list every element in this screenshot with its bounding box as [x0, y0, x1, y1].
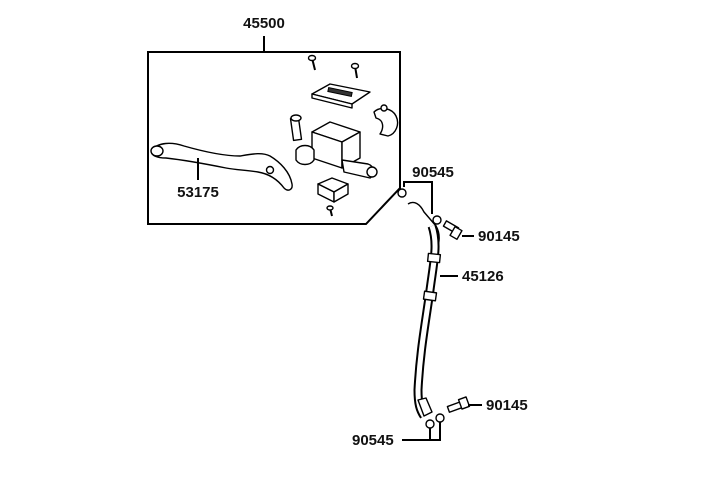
- master-cylinder-body: [295, 121, 378, 179]
- banjo-port: [366, 166, 378, 178]
- upper-banjo-bolt: 90145: [442, 220, 520, 245]
- brake-hose: 45126: [407, 201, 504, 419]
- reservoir-cap-side: [311, 93, 353, 109]
- lever-tip: [150, 145, 164, 157]
- lower-washer-leader-a: [402, 428, 431, 441]
- handlebar-clamp: [373, 104, 399, 137]
- upper-washer-b: [432, 215, 442, 225]
- lower-washer-leader-b: [430, 422, 441, 441]
- hose-lower-fitting: [417, 397, 433, 417]
- hose-part-number: 45126: [462, 268, 504, 285]
- lever-body: [151, 142, 293, 191]
- lower-bolt-part-number: 90145: [486, 397, 528, 414]
- upper-washer-part-number: 90545: [412, 164, 454, 181]
- pivot-bolt-head: [290, 114, 302, 122]
- upper-bolt-head: [449, 225, 463, 241]
- brake-switch: [317, 177, 349, 217]
- hose-sleeve-bottom: [422, 290, 438, 302]
- lower-washer-a: [425, 419, 435, 429]
- upper-washer-a: [397, 188, 407, 198]
- clamp-body: [373, 107, 399, 137]
- assembly-part-number: 45500: [243, 15, 285, 32]
- switch-side: [333, 183, 349, 203]
- lower-washers: 90545: [352, 413, 445, 449]
- reservoir-cap: [311, 83, 371, 109]
- upper-washers: 90545: [397, 164, 454, 225]
- upper-washer-leader: [403, 181, 433, 214]
- pivot-bolt: [289, 114, 303, 142]
- clamp-bolt: [380, 104, 388, 112]
- switch-screw-head: [326, 205, 334, 211]
- lower-washer-b: [435, 413, 445, 423]
- cap-screw-right-head: [350, 62, 360, 70]
- lower-washer-part-number: 90545: [352, 432, 394, 449]
- lower-banjo-bolt: 90145: [446, 396, 528, 414]
- reservoir-cap-marking: [327, 86, 353, 98]
- upper-bolt-part-number: 90145: [478, 228, 520, 245]
- hose-sleeve-top: [426, 252, 442, 264]
- master-cylinder-assembly-group: 45500: [147, 15, 401, 225]
- cap-screw-left-head: [307, 54, 317, 62]
- brake-lever: 53175: [150, 142, 293, 201]
- lower-bolt-head: [457, 396, 471, 410]
- lever-pivot-hole: [265, 165, 275, 175]
- cylinder-boss: [295, 144, 315, 166]
- lever-part-number: 53175: [177, 184, 219, 201]
- cap-screws: [307, 54, 360, 79]
- assembly-frame: [147, 51, 401, 225]
